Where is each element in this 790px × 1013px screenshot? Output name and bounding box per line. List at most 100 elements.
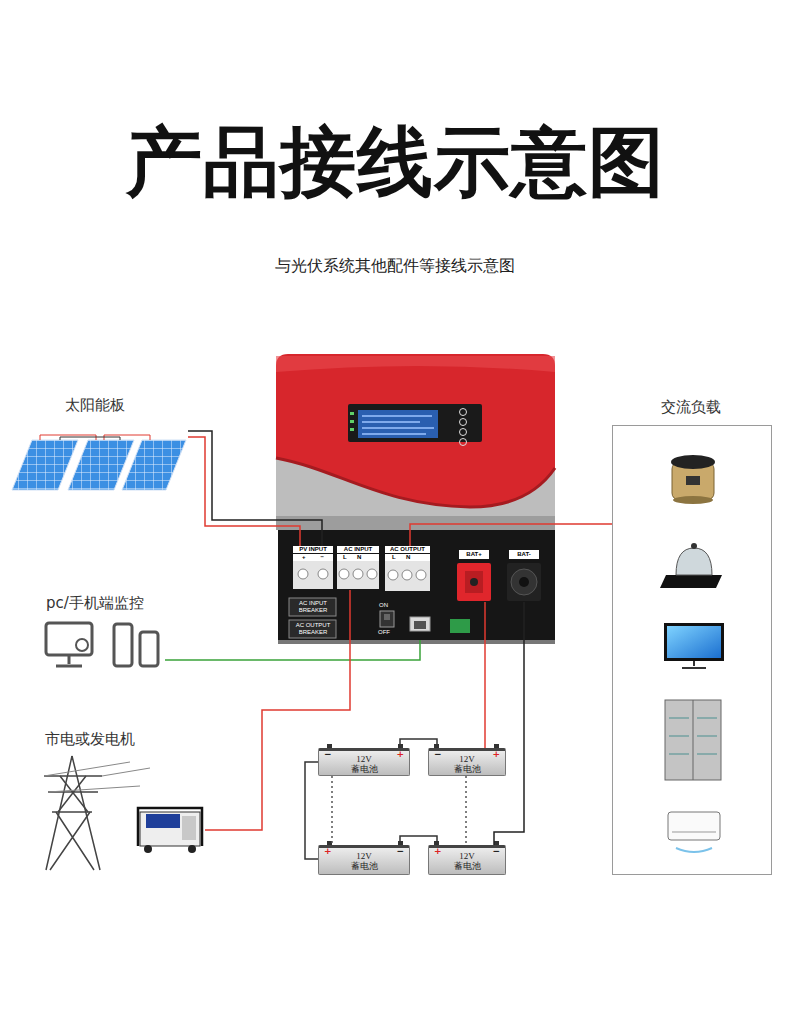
- appliances-part: [673, 496, 713, 504]
- page-subtitle: 与光伏系统其他配件等接线示意图: [0, 256, 790, 276]
- page-title: 产品接线示意图: [0, 124, 790, 200]
- terminal-panel-part: [337, 561, 379, 589]
- solar-panels-part: [60, 437, 120, 440]
- solar-panels-part: [12, 440, 78, 490]
- label-text: +: [324, 847, 332, 856]
- terminal-panel-part: [507, 563, 541, 601]
- ac-output-terminal: AC OUTPUTLN: [385, 546, 430, 592]
- appliances-part: [676, 848, 712, 852]
- solar-panels-part: [68, 440, 134, 490]
- inverter-body-part: [358, 410, 438, 438]
- appliances: [660, 455, 724, 852]
- inverter-body-part: [362, 416, 434, 434]
- generator-part: [188, 845, 196, 853]
- wire-line: [305, 762, 318, 859]
- battery-box: −+12V蓄电池: [428, 748, 506, 776]
- terminal-panel-part: [289, 620, 336, 638]
- generator: [138, 808, 202, 853]
- wire-connector: [400, 739, 437, 748]
- label-text: 12V: [429, 851, 505, 861]
- pv-terminal: PV INPUT+−: [293, 546, 333, 590]
- heading-text: AC INPUT: [337, 546, 379, 553]
- inverter-body-part: [276, 354, 555, 526]
- inverter-body-part: [276, 516, 555, 530]
- wire-connector: [305, 762, 318, 859]
- label-text: 12V: [429, 754, 505, 764]
- label-text: 12V: [319, 754, 409, 764]
- terminal-panel: AC INPUT BREAKERAC OUTPUT BREAKERONOFFPV…: [278, 530, 555, 640]
- terminal-panel-part: [457, 563, 491, 601]
- label-text: OFF: [378, 629, 390, 636]
- battery-box: −+12V蓄电池: [318, 748, 410, 776]
- wire-line: [205, 590, 350, 830]
- heading-text: BAT+: [459, 550, 489, 559]
- wire-connector: [485, 602, 486, 748]
- appliances-part: [671, 455, 715, 469]
- wire-line: [400, 836, 437, 845]
- generator-part: [144, 845, 152, 853]
- monitor-icons-part: [46, 623, 92, 655]
- wire-connector: [205, 590, 350, 830]
- wire-connector: [400, 836, 437, 845]
- inverter-body-part: [276, 458, 555, 507]
- appliances-part: [668, 812, 720, 840]
- power-tower-part: [44, 762, 150, 792]
- heading-text: PV INPUT: [293, 546, 333, 553]
- wire-line: [331, 776, 333, 845]
- label-text: +: [434, 847, 442, 856]
- terminal-panel-part: [337, 554, 379, 561]
- battery-negative-terminal: BAT-: [507, 550, 541, 602]
- wire-connector: [410, 524, 612, 546]
- inverter-body-part: [276, 356, 555, 372]
- label-text: 12V: [319, 851, 409, 861]
- terminal-panel-part: [353, 569, 363, 579]
- label-text: N: [356, 554, 362, 561]
- wire-line: [494, 602, 524, 845]
- terminal-panel-part: [278, 530, 555, 640]
- inverter-body-part: [460, 429, 467, 436]
- solar-panels-part: [122, 440, 186, 490]
- appliances-part: [682, 661, 706, 668]
- appliances-part: [665, 700, 721, 780]
- appliances-part: [669, 718, 717, 754]
- appliances-part: [676, 548, 712, 575]
- terminal-panel: [278, 530, 555, 644]
- wire-connector: [165, 640, 420, 660]
- wire-connector: [188, 431, 322, 546]
- wire-connector: [494, 602, 524, 845]
- label-text: N: [405, 554, 411, 561]
- solar-panel-group: 太阳能板: [8, 428, 188, 494]
- label-text: −: [492, 847, 500, 856]
- generator-part: [138, 808, 202, 846]
- generator-part: [140, 812, 200, 846]
- label-text: −: [434, 750, 442, 759]
- terminal-panel-part: [293, 554, 333, 561]
- terminal-panel-part: [388, 570, 398, 580]
- heading-text: pc/手机端监控: [46, 594, 144, 612]
- heading-text: AC OUTPUT: [385, 546, 430, 553]
- inverter-body-part: [350, 412, 354, 415]
- solar-panels: [12, 435, 186, 490]
- inverter-body-part: [460, 409, 467, 416]
- terminal-panel-part: [289, 598, 336, 616]
- monitor-group: pc/手机端监控: [40, 618, 165, 672]
- terminal-panel-part: [367, 569, 377, 579]
- battery-positive-terminal: BAT+: [457, 550, 491, 602]
- label-text: −: [396, 847, 404, 856]
- ac-input-terminal: AC INPUTL N: [337, 546, 379, 590]
- wire-line: [465, 776, 467, 845]
- terminal-panel-part: [298, 569, 308, 579]
- inverter-body-part: [460, 439, 467, 446]
- terminal-panel-part: [384, 614, 390, 620]
- terminal-panel-part: [402, 570, 412, 580]
- wire-line: [188, 431, 322, 546]
- label-text: +: [301, 554, 307, 561]
- label-text: −: [324, 750, 332, 759]
- terminal-panel-part: [380, 611, 394, 627]
- power-tower: [44, 756, 150, 870]
- appliances-part: [691, 543, 697, 549]
- label-text: L: [342, 554, 348, 561]
- terminal-panel-part: [511, 569, 537, 595]
- battery-box: +−12V蓄电池: [318, 845, 410, 875]
